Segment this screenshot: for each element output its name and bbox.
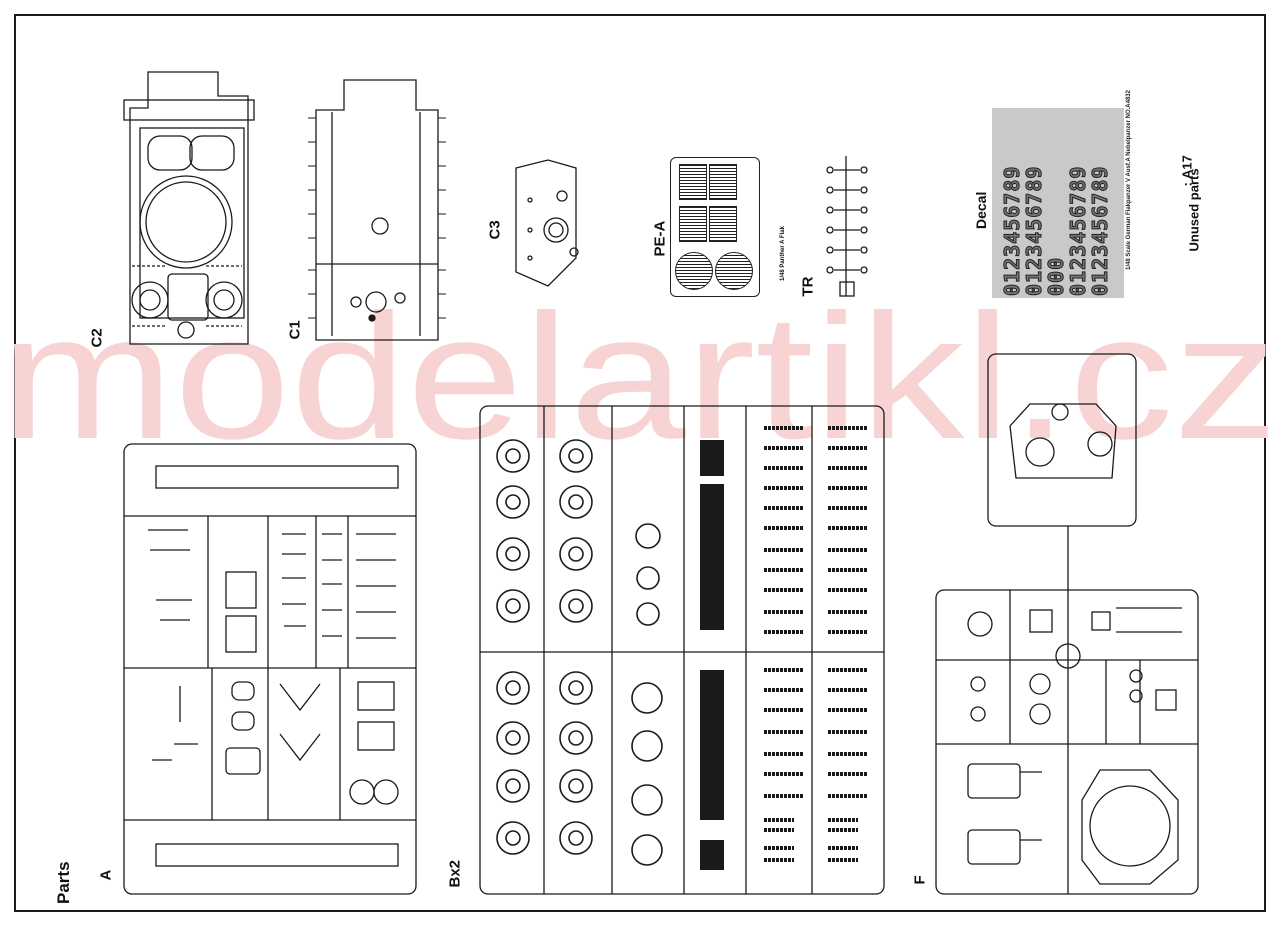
unused-parts-label: Unused parts bbox=[1186, 168, 1202, 252]
tr-label: TR bbox=[799, 276, 817, 297]
decal-row: 0123456789 bbox=[1022, 165, 1047, 296]
c2-label: C2 bbox=[88, 328, 106, 348]
c1-label: C1 bbox=[286, 320, 304, 340]
decal-row: 0123456789 bbox=[1000, 165, 1025, 296]
decal-sheet: 0123456789 0123456789 000 0123456789 012… bbox=[992, 90, 1132, 298]
sprue-b bbox=[479, 405, 885, 895]
sprue-f bbox=[935, 589, 1199, 895]
decal-caption: 1/48 Scale German Flakpanzer V Ausf.A Ne… bbox=[1126, 90, 1132, 270]
sprue-f-label: F bbox=[911, 875, 929, 885]
sprue-a-label: A bbox=[97, 869, 115, 881]
sprue-a bbox=[123, 443, 417, 895]
part-c3-plate bbox=[515, 159, 579, 287]
decal-row: 0123456789 bbox=[1088, 165, 1113, 296]
sprue-f-upper bbox=[987, 353, 1137, 590]
part-c1-hull-side bbox=[308, 79, 446, 341]
pe-grille bbox=[679, 206, 707, 242]
pe-a-label: PE-A bbox=[651, 220, 669, 257]
part-tr-track-link bbox=[826, 156, 868, 297]
part-c2-hull-top bbox=[123, 71, 255, 345]
decal-row: 000 bbox=[1044, 256, 1069, 296]
sprue-b-label: Bx2 bbox=[446, 859, 464, 888]
pe-grille bbox=[709, 164, 737, 200]
pe-disc bbox=[675, 252, 713, 290]
part-pe-a-fret: 1/48 Panther A Flak bbox=[670, 157, 786, 297]
pe-grille bbox=[709, 206, 737, 242]
c3-label: C3 bbox=[486, 220, 504, 240]
pe-disc bbox=[715, 252, 753, 290]
parts-heading: Parts bbox=[54, 861, 73, 904]
pe-grille bbox=[679, 164, 707, 200]
pe-caption: 1/48 Panther A Flak bbox=[780, 226, 786, 281]
sheet-frame bbox=[14, 14, 1266, 912]
decal-label: Decal bbox=[973, 191, 989, 229]
decal-row: 0123456789 bbox=[1066, 165, 1091, 296]
